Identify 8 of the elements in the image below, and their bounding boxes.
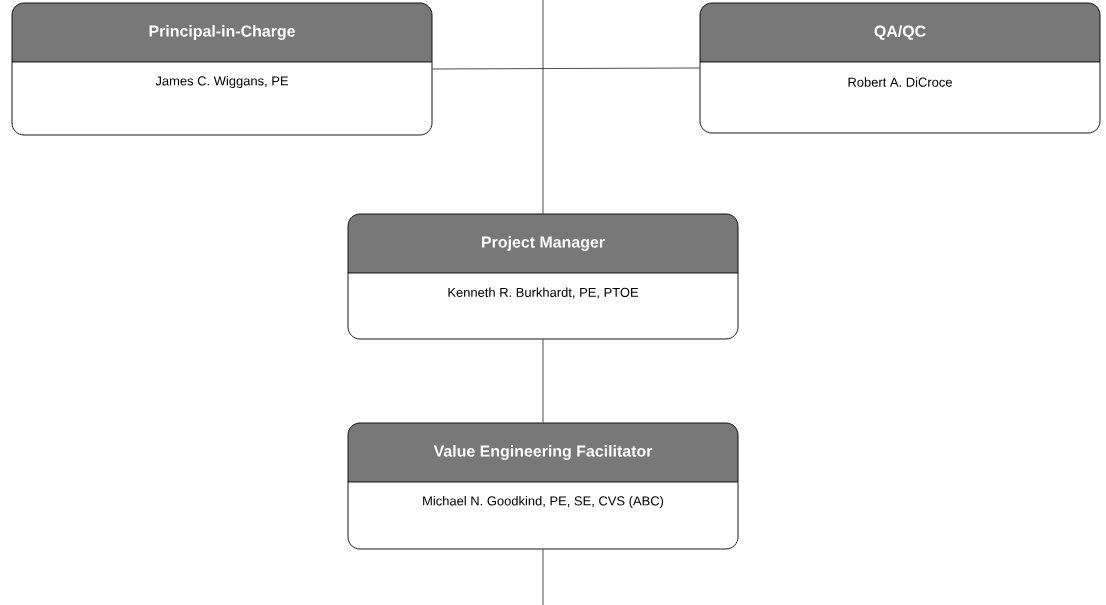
org-box: Principal-in-Charge James C. Wiggans, PE [11,2,433,136]
connector-line [542,339,544,423]
connector-line [542,0,544,214]
connector-line [542,549,544,605]
connector-line [432,67,700,70]
org-box: Value Engineering Facilitator Michael N. Goodkind, PE, SE, CVS (ABC) [347,422,739,550]
org-box: Project Manager Kenneth R. Burkhardt, PE, PTOE [347,213,739,340]
org-box: QA/QC Robert A. DiCroce [699,2,1101,134]
